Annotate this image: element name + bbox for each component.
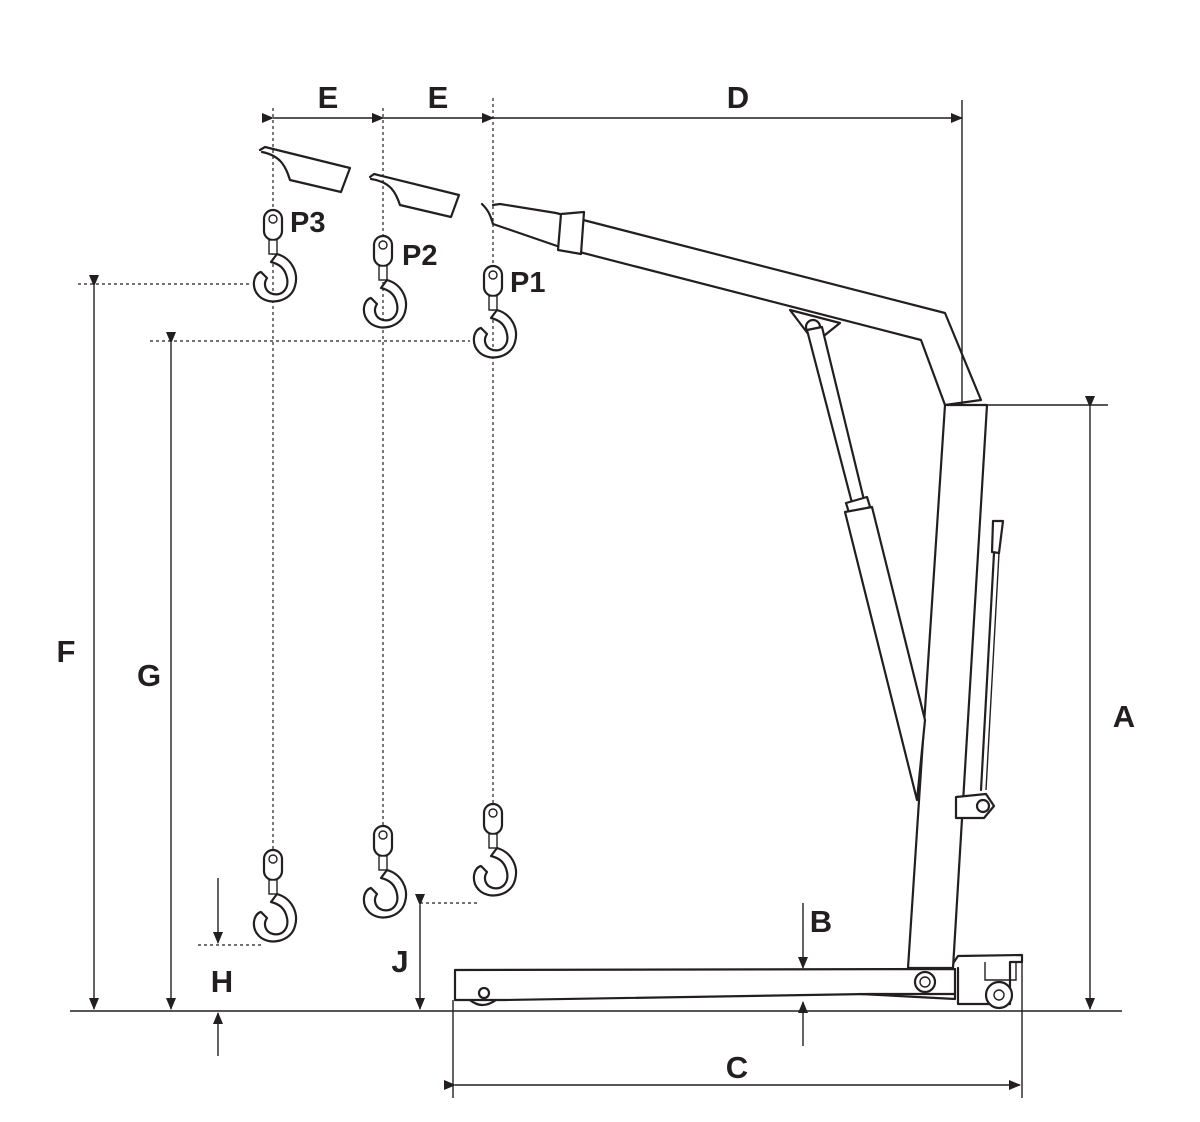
- label-p1: P1: [510, 267, 545, 299]
- label-c: C: [726, 1050, 748, 1085]
- crane-boom: [480, 202, 983, 407]
- label-p3: P3: [290, 207, 325, 239]
- label-e1: E: [318, 80, 339, 115]
- label-a: A: [1113, 699, 1135, 734]
- boom-tip-p3: [258, 145, 352, 194]
- label-b: B: [810, 904, 832, 939]
- boom-tip-p2: [368, 172, 461, 219]
- hook-p2-bottom-icon: [362, 824, 408, 919]
- label-g: G: [137, 658, 161, 693]
- label-p2: P2: [402, 240, 437, 272]
- crane-mast: [906, 403, 989, 970]
- hydraulic-cylinder: [805, 325, 927, 802]
- boom-sleeve-clamp: [556, 210, 586, 256]
- label-h: H: [211, 964, 233, 999]
- label-j: J: [391, 944, 408, 979]
- hook-p3-bottom-icon: [252, 848, 298, 943]
- label-d: D: [727, 80, 749, 115]
- label-f: F: [57, 634, 76, 669]
- hook-p2-top-icon: [362, 234, 408, 329]
- pump-handle: [954, 519, 1005, 820]
- label-e2: E: [428, 80, 449, 115]
- hook-p1-bottom-icon: [472, 802, 518, 897]
- crane-base-leg: [453, 953, 1024, 1010]
